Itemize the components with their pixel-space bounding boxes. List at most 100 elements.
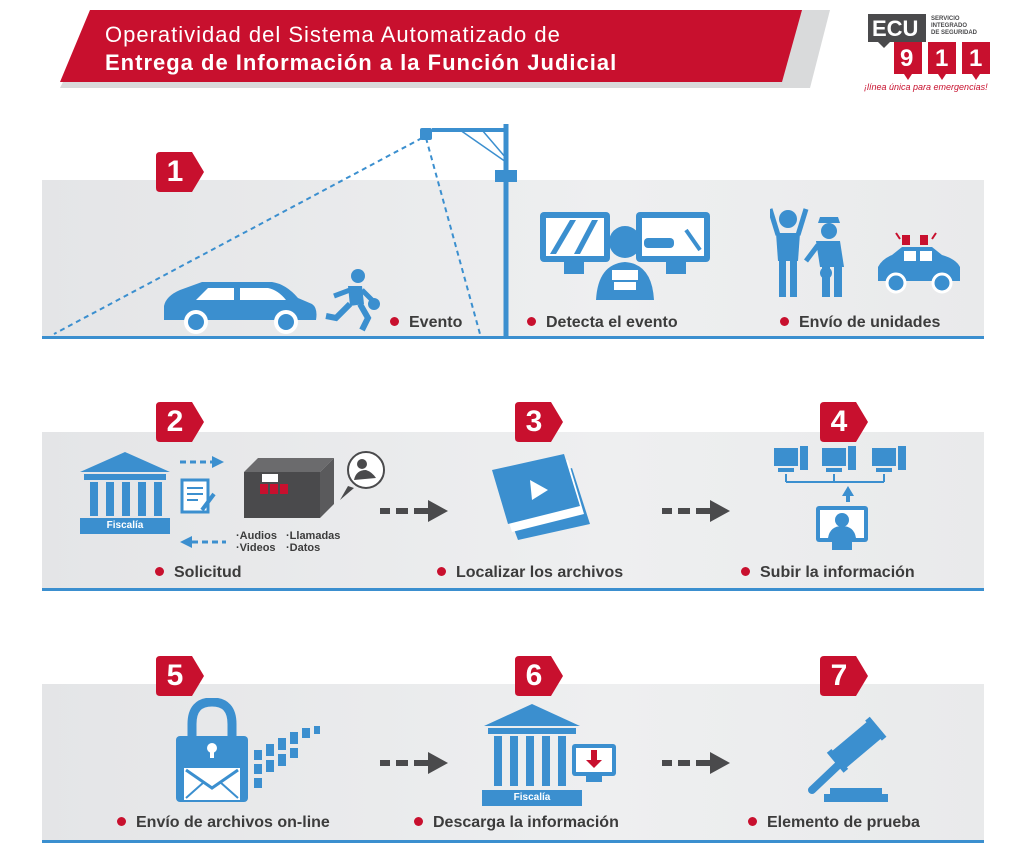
label-text: Envío de archivos on-line: [136, 814, 330, 831]
step6-label-descarga: Descarga la información: [414, 814, 619, 832]
car-shape: [164, 282, 317, 334]
step-badge-shape: [156, 402, 204, 442]
fiscalia-building-icon: Fiscalía: [80, 452, 170, 536]
dashed-arrow-icon: [662, 752, 732, 774]
bullet-icon: [437, 567, 446, 577]
media-videos: ·Videos: [236, 542, 276, 554]
label-text: Descarga la información: [433, 814, 619, 831]
logo-service-line3: DE SEGURIDAD: [931, 30, 978, 36]
dashed-arrow-icon: [380, 752, 450, 774]
step1-label-evento: Evento: [390, 314, 462, 332]
arrow-shape: [380, 500, 448, 522]
label-text: Evento: [409, 314, 463, 331]
arrow-shape: [662, 752, 730, 774]
logo-ecu: ECU: [872, 16, 919, 41]
logo-digit-2: 1: [935, 45, 949, 72]
media-datos: ·Datos: [286, 542, 321, 554]
camera-pole-scene: [40, 118, 530, 338]
logo-service-text: SERVICIO INTEGRADO DE SEGURIDAD: [931, 16, 977, 37]
title-banner-shape: [60, 10, 830, 88]
gavel-icon: [800, 714, 892, 804]
step-badge-shape: [156, 152, 204, 192]
datacenter-shape: [244, 451, 385, 518]
step1-badge: 1: [156, 152, 204, 192]
media-audios: ·Audios: [236, 530, 277, 542]
logo-shape: [868, 14, 990, 80]
fiscalia-label: Fiscalía: [106, 520, 144, 531]
fiscalia-label: Fiscalía: [513, 792, 551, 803]
bullet-icon: [780, 317, 789, 327]
step7-badge: 7: [820, 656, 868, 696]
fiscalia-download-icon: Fiscalía: [482, 704, 618, 808]
step1-number: 1: [166, 155, 184, 188]
lock-shape: [176, 698, 320, 802]
logo-digit-1: 9: [900, 45, 914, 72]
video-files-icon: [490, 454, 600, 540]
step-badge-shape: [820, 656, 868, 696]
step3-number: 3: [525, 405, 543, 438]
steps2-4-baseline: [42, 588, 984, 591]
media-llamadas: ·Llamadas: [286, 530, 341, 542]
fiscalia-download-shape: [482, 704, 616, 806]
network-upload-icon: [770, 444, 910, 552]
step3-label-localizar: Localizar los archivos: [437, 564, 623, 582]
logo-digit-3: 1: [969, 45, 983, 72]
step6-number: 6: [525, 659, 543, 692]
bullet-icon: [748, 817, 757, 827]
steps5-7-baseline: [42, 840, 984, 843]
secure-online-transfer-icon: [176, 698, 326, 806]
label-text: Localizar los archivos: [456, 564, 624, 581]
logo-slogan: ¡línea única para emergencias!: [864, 82, 988, 92]
label-text: Subir la información: [760, 564, 915, 581]
network-shape: [774, 446, 906, 550]
step7-label-elemento: Elemento de prueba: [748, 814, 920, 832]
label-text: Detecta el evento: [546, 314, 678, 331]
car-icon: [160, 278, 320, 336]
camera-pole-icon: [53, 124, 517, 336]
arrow-shape: [662, 500, 730, 522]
logo-service-line1: SERVICIO: [931, 16, 960, 22]
step1-baseline: [42, 336, 984, 339]
label-text: Elemento de prueba: [767, 814, 920, 831]
building-shape: [80, 452, 170, 534]
step1-label-envio-unidades: Envío de unidades: [780, 314, 940, 332]
page-title-line1: Operatividad del Sistema Automatizado de: [105, 22, 561, 47]
step3-badge: 3: [515, 402, 563, 442]
ecu911-logo: ECU 9 1 1 SERVICIO INTEGRADO DE SEGURIDA…: [864, 10, 998, 96]
running-thief-icon: [322, 268, 382, 334]
step1-label-detecta: Detecta el evento: [527, 314, 678, 332]
gavel-shape: [808, 716, 888, 802]
step-badge-shape: [820, 402, 868, 442]
step7-number: 7: [830, 659, 848, 692]
arrow-shape: [380, 752, 448, 774]
step-badge-shape: [156, 656, 204, 696]
monitoring-operator-icon: [540, 210, 710, 302]
step2-number: 2: [166, 405, 184, 438]
bullet-icon: [117, 817, 126, 827]
step2-label-solicitud: Solicitud: [155, 564, 242, 582]
step6-badge: 6: [515, 656, 563, 696]
step4-label-subir: Subir la información: [741, 564, 915, 582]
step5-label-envio-archivos: Envío de archivos on-line: [117, 814, 330, 832]
step4-number: 4: [830, 405, 848, 438]
label-text: Envío de unidades: [799, 314, 941, 331]
ecu911-datacenter-icon: [236, 448, 396, 520]
step5-badge: 5: [156, 656, 204, 696]
title-banner: [60, 10, 830, 88]
bullet-icon: [155, 567, 164, 577]
step-badge-shape: [515, 656, 563, 696]
bullet-icon: [527, 317, 536, 327]
dashed-arrow-icon: [380, 500, 450, 522]
logo-service-line2: INTEGRADO: [931, 23, 967, 29]
monitor-shape: [540, 212, 710, 300]
step5-number: 5: [166, 659, 184, 692]
thief-shape: [325, 269, 380, 332]
request-exchange-icon: [176, 452, 232, 552]
step2-badge: 2: [156, 402, 204, 442]
bullet-icon: [390, 317, 399, 327]
bullet-icon: [414, 817, 423, 827]
label-text: Solicitud: [174, 564, 242, 581]
files-shape: [492, 454, 590, 540]
bullet-icon: [741, 567, 750, 577]
exchange-shape: [180, 456, 226, 548]
